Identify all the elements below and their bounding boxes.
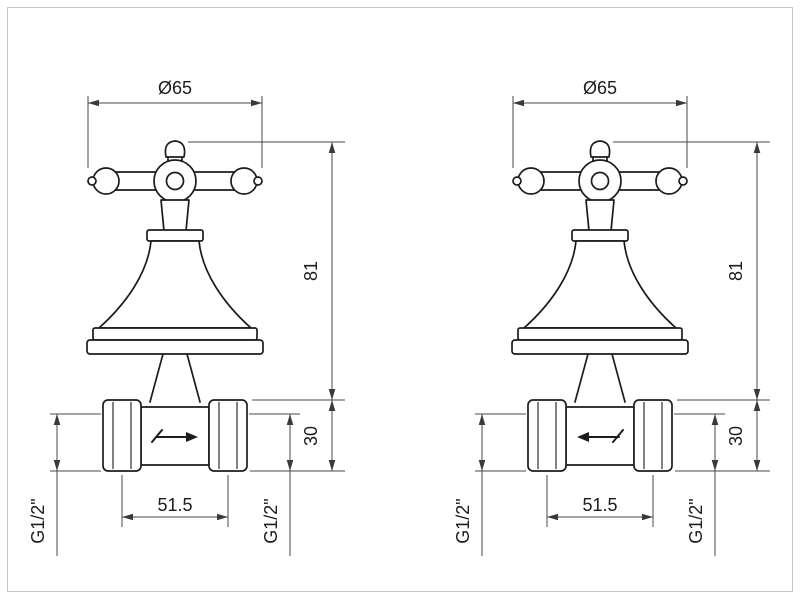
valve-figure-right: Ø65 81 30 51.5 G1/2"	[453, 78, 770, 556]
handle-ball-right	[230, 167, 258, 195]
handle-ball-left	[92, 167, 120, 195]
bell-rim-upper	[517, 327, 683, 341]
bell-rim-upper	[92, 327, 258, 341]
hex-nut-right	[208, 399, 248, 472]
escutcheon-bell	[86, 199, 264, 355]
hex-nut-right	[633, 399, 673, 472]
dim-label-height-upper: 81	[301, 261, 321, 281]
handle-hub-screw	[590, 171, 610, 191]
handle-top-cap	[589, 140, 611, 158]
hex-nut-left	[102, 399, 142, 472]
bell-rim-lower	[511, 339, 689, 355]
dim-label-spacing: 51.5	[582, 495, 617, 515]
dimensions: Ø65 81 30 51.5 G1/2"	[453, 78, 770, 556]
bell-collar	[571, 229, 629, 242]
dim-label-diameter: Ø65	[158, 78, 192, 98]
handle-top-cap	[164, 140, 186, 158]
bell-flare	[523, 240, 677, 329]
hex-nut-left	[527, 399, 567, 472]
dim-label-thread-left: G1/2"	[453, 498, 473, 543]
valve-figure-left: Ø65 81 30 51.5 G1/2"	[28, 78, 345, 556]
cross-handle	[87, 140, 263, 203]
bell-flare	[98, 240, 252, 329]
handle-ball-left	[517, 167, 545, 195]
escutcheon-bell	[511, 199, 689, 355]
flow-arrow-right	[151, 429, 198, 443]
handle-ball-tip-left	[87, 176, 97, 186]
valve-body	[527, 353, 673, 472]
cross-handle	[512, 140, 688, 203]
handle-ball-right	[655, 167, 683, 195]
dim-label-height-lower: 30	[301, 426, 321, 446]
dim-label-thread-right: G1/2"	[686, 498, 706, 543]
dimensions: Ø65 81 30 51.5 G1/2"	[28, 78, 345, 556]
dim-label-height-lower: 30	[726, 426, 746, 446]
handle-ball-tip-left	[512, 176, 522, 186]
handle-ball-tip-right	[253, 176, 263, 186]
handle-ball-tip-right	[678, 176, 688, 186]
bell-stem	[160, 199, 190, 232]
bell-rim-lower	[86, 339, 264, 355]
bell-collar	[146, 229, 204, 242]
bell-stem	[585, 199, 615, 232]
body-neck	[574, 353, 626, 403]
body-neck	[149, 353, 201, 403]
dim-label-thread-left: G1/2"	[28, 498, 48, 543]
handle-hub	[578, 159, 622, 203]
handle-hub	[153, 159, 197, 203]
flow-arrow-left	[577, 429, 624, 443]
handle-hub-screw	[165, 171, 185, 191]
valve-body	[102, 353, 248, 472]
dim-label-diameter: Ø65	[583, 78, 617, 98]
dim-label-spacing: 51.5	[157, 495, 192, 515]
dim-label-height-upper: 81	[726, 261, 746, 281]
dim-label-thread-right: G1/2"	[261, 498, 281, 543]
